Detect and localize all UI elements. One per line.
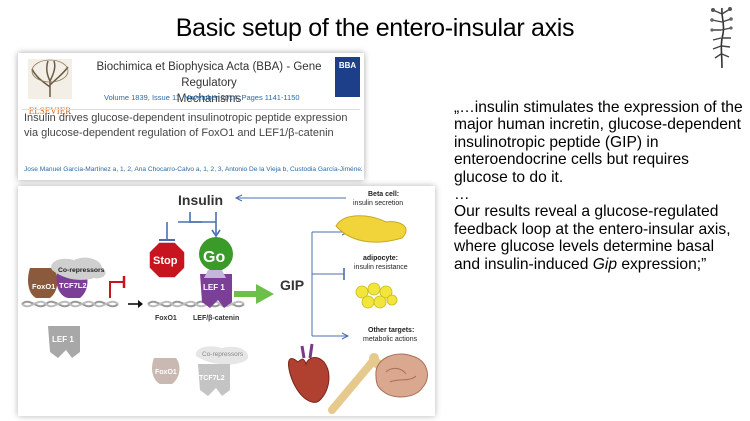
- bba-badge: BBA: [335, 57, 360, 97]
- svg-text:ELSEVIER: ELSEVIER: [29, 106, 72, 116]
- foxo1-protein: [28, 268, 58, 298]
- paper-title: Insulin drives glucose-dependent insulin…: [24, 112, 348, 139]
- lef1-active-protein: [200, 274, 232, 308]
- paper-authors: Jose Manuel García-Martínez a, 1, 2, Ana…: [24, 166, 362, 173]
- quote-paragraph-2: …: [454, 186, 470, 204]
- journal-volume: Volume 1839, Issue 11, November 2014, Pa…: [104, 93, 300, 102]
- heart-icon: [288, 357, 330, 403]
- lef1-active-text: LEF 1: [203, 283, 225, 292]
- adipocyte-label: adipocyte:: [363, 255, 398, 262]
- beta-cell-label: Beta cell:: [368, 191, 399, 198]
- stop-text: Stop: [153, 255, 178, 267]
- corepressors-faded-text: Co-repressors: [202, 351, 244, 358]
- lef1-inactive-text: LEF 1: [52, 335, 74, 344]
- foxo1-text: FoxO1: [32, 282, 55, 291]
- bone-icon: [328, 356, 378, 414]
- brain-icon: [375, 353, 428, 398]
- lef1-inactive-protein: [48, 326, 80, 358]
- insulin-label: Insulin: [178, 192, 223, 208]
- adipocyte-cluster-icon: [355, 282, 398, 309]
- pancreas-icon: [335, 215, 407, 243]
- paper-divider: [22, 109, 360, 110]
- foxo1-site-label: FoxO1: [155, 315, 177, 322]
- beta-cell-sub: insulin secretion: [353, 200, 403, 207]
- quote-text: „…insulin stimulates the expression of t…: [454, 99, 744, 273]
- feedback-arrowhead-icon: [234, 194, 243, 202]
- gip-label: GIP: [280, 277, 304, 293]
- paper-header: ELSEVIER Biochimica et Biophysica Acta (…: [18, 53, 364, 180]
- lef-beta-site-label: LEF/β-catenin: [193, 315, 239, 322]
- corepressors-text: Co-repressors: [58, 267, 105, 274]
- transition-arrow-icon: [138, 300, 143, 308]
- tcf7l2-faded-protein: [198, 364, 230, 396]
- other-targets-label: Other targets:: [368, 327, 414, 334]
- gip-arrow-icon: [256, 284, 274, 304]
- foxo1-faded-text: FoxO1: [155, 369, 177, 376]
- tcf7l2-faded-text: TCF7L2: [199, 375, 225, 382]
- tcf7l2-text: TCF7L2: [59, 281, 87, 290]
- other-targets-sub: metabolic actions: [363, 336, 418, 343]
- go-text: Go: [203, 249, 225, 266]
- stop-sign-icon: [148, 241, 186, 279]
- mechanism-diagram: Insulin FoxO1 TCF7L2 Co-repressors LEF 1…: [18, 186, 435, 416]
- journal-name: Biochimica et Biophysica Acta (BBA) - Ge…: [96, 61, 322, 105]
- adipocyte-sub: insulin resistance: [354, 264, 408, 271]
- elsevier-logo-icon: ELSEVIER: [28, 59, 72, 116]
- go-circle-icon: [199, 237, 233, 271]
- plant-logo-icon: [710, 7, 733, 69]
- corepressors-cloud: [51, 257, 106, 280]
- quote-paragraph-1: „…insulin stimulates the expression of t…: [454, 99, 743, 186]
- foxo1-faded-protein: [152, 358, 180, 384]
- slide-title: Basic setup of the entero-insular axis: [175, 14, 575, 42]
- quote-paragraph-3: Our results reveal a glucose-regulated f…: [454, 203, 731, 273]
- dna-left-icon: [21, 300, 119, 308]
- corepressors-faded-cloud: [195, 346, 249, 365]
